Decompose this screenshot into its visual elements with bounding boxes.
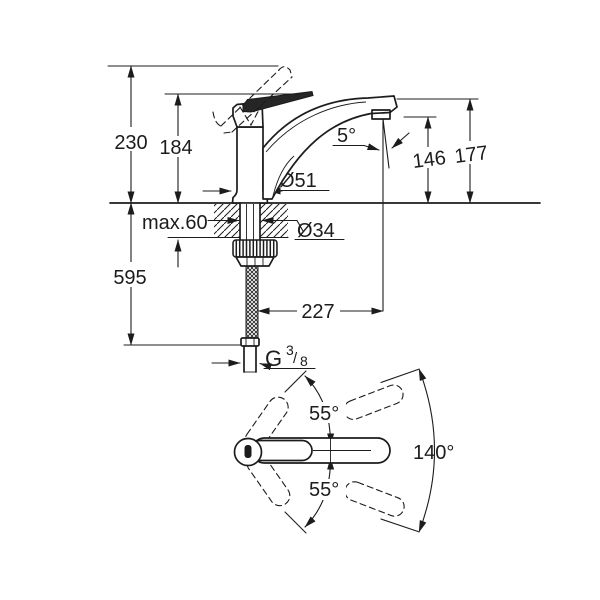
dim-227: 227 — [257, 301, 384, 323]
handle-swivel-up-dashed — [244, 396, 289, 451]
swivel-lower-label: 55° — [309, 479, 339, 501]
spout-accent-line — [265, 101, 367, 153]
mounting-shank — [239, 202, 261, 241]
dim-177-label: 177 — [453, 142, 489, 168]
dim-base-diameter: Ø51 — [202, 170, 330, 195]
dim-227-label: 227 — [301, 301, 334, 323]
dim-o51-label: Ø51 — [279, 170, 317, 192]
swivel-upper-label: 55° — [309, 403, 339, 425]
dim-230-label: 230 — [114, 132, 147, 154]
dim-184-label: 184 — [159, 137, 192, 159]
swivel-total-label: 140° — [413, 442, 454, 464]
hose-connector — [240, 337, 260, 373]
dim-swivel-lower: 55° — [284, 457, 346, 534]
dim-595-label: 595 — [113, 267, 146, 289]
dim-230: 230 — [113, 65, 149, 204]
thread-label: G 3 / 8 — [265, 342, 308, 371]
handle-swivel-down-dashed — [246, 452, 291, 507]
dim-146: 146 — [410, 116, 448, 204]
dim-184: 184 — [158, 93, 196, 204]
dim-o34-label: Ø34 — [297, 220, 335, 242]
dim-595: 595 — [112, 202, 149, 346]
spout-swivel-down-dashed — [344, 481, 405, 517]
dim-max60-label: max.60 — [142, 212, 208, 234]
aerator — [371, 109, 391, 120]
top-view: 55° 55° 140° — [233, 368, 454, 534]
dim-spray-angle: 5° — [332, 118, 410, 169]
handle-raised-dashed — [212, 66, 293, 134]
dim-5deg-label: 5° — [337, 125, 356, 147]
dim-shank-diameter: Ø34 — [261, 217, 345, 242]
spout-root-fold — [272, 155, 295, 197]
dim-swivel-total: 140° — [380, 368, 454, 533]
top-view-body-slot — [244, 445, 252, 458]
side-view: 230 184 595 177 146 227 — [107, 65, 541, 373]
dim-max-thickness: max.60 — [142, 212, 240, 268]
flexible-hose — [245, 265, 259, 339]
spout-swivel-up-dashed — [343, 384, 404, 420]
dim-thread: G 3 / 8 — [211, 342, 316, 371]
dim-177: 177 — [451, 98, 491, 204]
mounting-nut — [232, 239, 278, 267]
dim-swivel-upper: 55° — [284, 370, 346, 446]
dim-146-label: 146 — [411, 147, 447, 173]
